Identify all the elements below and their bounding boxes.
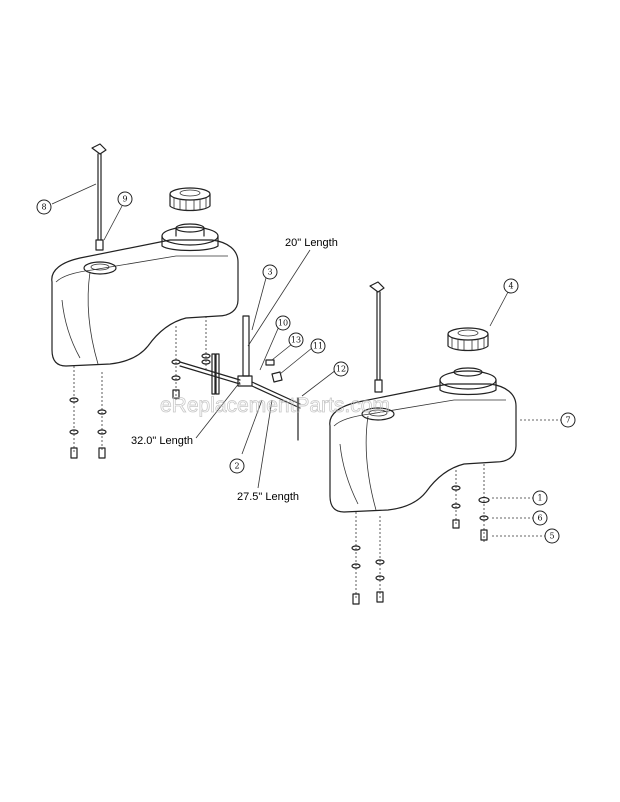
callout-13: 13 xyxy=(288,332,304,348)
leader-lines xyxy=(51,183,562,537)
right-fuel-cap xyxy=(447,327,489,377)
length-label-20: 20" Length xyxy=(285,237,338,249)
watermark: eReplacementParts.com xyxy=(160,394,390,417)
callout-13-label: 13 xyxy=(291,336,301,345)
left-fuel-tank xyxy=(51,226,239,452)
callout-2-label: 2 xyxy=(234,462,239,471)
callout-1-label: 1 xyxy=(537,494,542,503)
callout-11-label: 11 xyxy=(313,342,323,351)
right-fuel-tank xyxy=(329,370,517,600)
callout-10: 10 xyxy=(275,315,291,331)
length-label-27-5: 27.5" Length xyxy=(237,491,299,503)
right-tank-hardware xyxy=(351,485,490,605)
callout-7-label: 7 xyxy=(565,416,570,425)
callout-5-label: 5 xyxy=(549,532,554,541)
fuel-line-assembly xyxy=(179,315,301,441)
callout-4: 4 xyxy=(503,278,519,294)
callout-2: 2 xyxy=(229,458,245,474)
callout-9-label: 9 xyxy=(122,195,127,204)
left-fuel-pickup xyxy=(91,143,107,251)
callout-12: 12 xyxy=(333,361,349,377)
callout-3-label: 3 xyxy=(267,268,272,277)
callout-12-label: 12 xyxy=(336,365,346,374)
callout-3: 3 xyxy=(262,264,278,280)
callout-6-label: 6 xyxy=(537,514,542,523)
left-fuel-cap xyxy=(169,187,211,237)
callout-9: 9 xyxy=(117,191,133,207)
left-tank-hardware xyxy=(69,353,211,459)
callout-10-label: 10 xyxy=(278,319,288,328)
callout-8-label: 8 xyxy=(41,203,46,212)
callout-5: 5 xyxy=(544,528,560,544)
right-fuel-pickup xyxy=(369,281,385,393)
callout-4-label: 4 xyxy=(508,282,513,291)
callout-7: 7 xyxy=(560,412,576,428)
callout-6: 6 xyxy=(532,510,548,526)
callout-1: 1 xyxy=(532,490,548,506)
callout-8: 8 xyxy=(36,199,52,215)
length-label-32: 32.0" Length xyxy=(131,435,193,447)
callout-11: 11 xyxy=(310,338,326,354)
